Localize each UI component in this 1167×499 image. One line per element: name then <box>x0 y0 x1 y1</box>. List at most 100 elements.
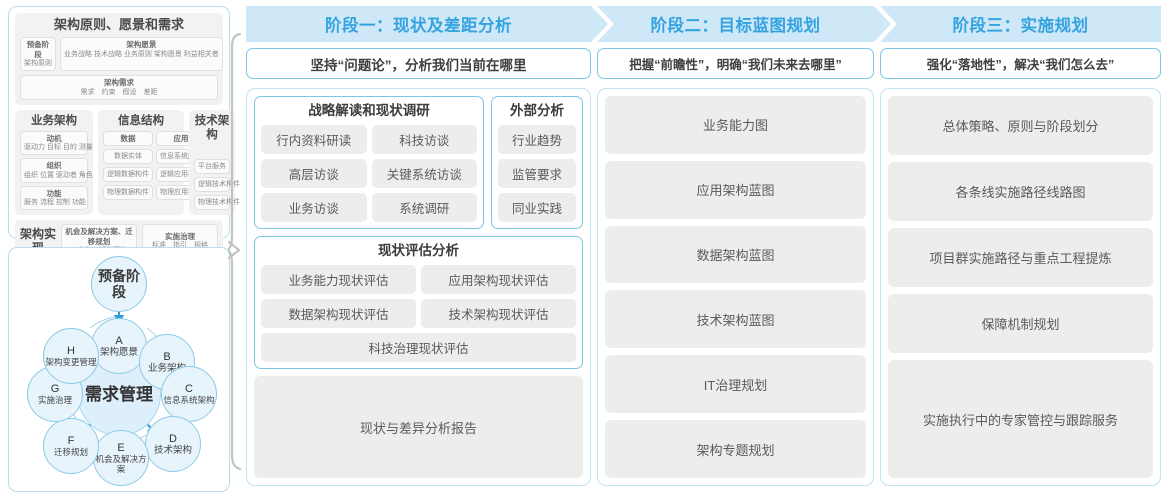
phase-2-header: 阶段二：目标蓝图规划 <box>597 6 891 42</box>
adm-node-a-label: 架构愿景 <box>99 346 138 358</box>
deliverable-item[interactable]: 保障机制规划 <box>888 294 1153 353</box>
motivation-box: 动机 驱动力 目标 目的 测量 <box>20 130 93 155</box>
adm-node-prep[interactable]: 预备阶段 <box>91 256 147 312</box>
pill-item[interactable]: 应用架构现状评估 <box>421 265 576 294</box>
pill-item[interactable]: 科技访谈 <box>371 125 477 154</box>
pill-item[interactable]: 关键系统访谈 <box>371 159 477 188</box>
adm-cycle-panel: 预备阶段 需求管理 A 架构愿景 B 业务架构 C 信息系统架构 <box>8 247 230 492</box>
adm-node-e-letter: E <box>117 442 125 454</box>
phase-1-body: 战略解读和现状调研 行内资料研读 科技访谈 高层访谈 关键系统访谈 业务访谈 系… <box>246 88 591 486</box>
technology-architecture-head: 技术架构 <box>194 114 230 141</box>
deliverable-item[interactable]: 数据架构蓝图 <box>605 225 866 284</box>
architecture-vision-box: 架构愿景 业务战略 技术战略 业务原则 架构愿景 利益相关者 <box>60 37 223 71</box>
phase-1: 阶段一：现状及差距分析 坚持“问题论”，分析我们当前在哪里 战略解读和现状调研 … <box>246 6 608 493</box>
motivation-title: 动机 <box>46 133 62 143</box>
adm-node-f[interactable]: F 迁移规划 <box>43 418 99 474</box>
physical-technology-component-label: 物理技术构件 <box>198 198 240 206</box>
phase-1-report[interactable]: 现状与差异分析报告 <box>254 376 583 478</box>
physical-data-component-label: 物理数据构件 <box>107 189 149 196</box>
pill-item[interactable]: 技术架构现状评估 <box>421 299 576 328</box>
card-external-analysis-items: 行业趋势 监管要求 同业实践 <box>498 125 576 222</box>
phase-1-subtitle: 坚持“问题论”，分析我们当前在哪里 <box>246 48 591 79</box>
deliverable-item[interactable]: 项目群实施路径与重点工程提炼 <box>888 228 1153 287</box>
phase-3: 阶段三：实施规划 强化“落地性”，解决“我们怎么去” 总体策略、原则与阶段划分 … <box>880 6 1161 493</box>
deliverable-item[interactable]: 应用架构蓝图 <box>605 160 866 219</box>
left-column: 架构原则、愿景和需求 预备阶段 架构原则 架构愿景 业务战略 技术战略 业务原则… <box>8 6 240 493</box>
architecture-requirements-sub: 需求 约束 假设 差距 <box>80 88 158 96</box>
adm-node-h-letter: H <box>67 345 75 357</box>
adm-node-g-letter: G <box>50 383 60 395</box>
adm-node-e-label: 机会及解决方案 <box>95 454 147 474</box>
phase-2-arrow-icon <box>874 6 891 42</box>
pill-item-full[interactable]: 科技治理现状评估 <box>261 333 576 362</box>
prep-phase-box: 预备阶段 架构原则 <box>20 37 56 71</box>
prep-phase-sub: 架构原则 <box>24 60 52 67</box>
deliverable-item[interactable]: 各条线实施路径线路图 <box>888 162 1153 221</box>
pill-item[interactable]: 业务访谈 <box>261 193 367 222</box>
card-strategy-research-items: 行内资料研读 科技访谈 高层访谈 关键系统访谈 业务访谈 系统调研 <box>261 125 477 222</box>
application-header-title: 应用 <box>173 133 189 143</box>
platform-service-box: 平台服务 <box>194 158 230 174</box>
phase-2-body: 业务能力图 应用架构蓝图 数据架构蓝图 技术架构蓝图 IT治理规划 架构专题规划 <box>597 88 874 486</box>
phase-2-items: 业务能力图 应用架构蓝图 数据架构蓝图 技术架构蓝图 IT治理规划 架构专题规划 <box>605 96 866 478</box>
deliverable-item[interactable]: 总体策略、原则与阶段划分 <box>888 96 1153 155</box>
phase-2-subtitle: 把握“前瞻性”，明确“我们未来去哪里” <box>597 48 874 79</box>
pill-item[interactable]: 系统调研 <box>371 193 477 222</box>
deliverable-item[interactable]: 实施执行中的专家管控与跟踪服务 <box>888 360 1153 478</box>
physical-application-component-label: 物理应用构件 <box>160 189 202 196</box>
pill-item[interactable]: 行内资料研读 <box>261 125 367 154</box>
framework-title: 架构原则、愿景和需求 <box>53 17 184 32</box>
pill-item[interactable]: 数据架构现状评估 <box>261 299 416 328</box>
organization-box: 组织 组织 位置 驱动者 角色 <box>20 158 93 183</box>
framework-row-1: 预备阶段 架构原则 架构愿景 业务战略 技术战略 业务原则 架构愿景 利益相关者 <box>20 37 223 71</box>
pill-item[interactable]: 行业趋势 <box>498 125 576 154</box>
motivation-sub: 驱动力 目标 目的 测量 <box>24 144 93 151</box>
phase-3-items: 总体策略、原则与阶段划分 各条线实施路径线路图 项目群实施路径与重点工程提炼 保… <box>888 96 1153 478</box>
adm-node-d[interactable]: D 技术架构 <box>145 416 201 472</box>
prep-phase-title: 预备阶段 <box>26 40 50 59</box>
platform-service-label: 平台服务 <box>198 162 226 170</box>
adm-node-g-label: 实施治理 <box>37 395 72 405</box>
architecture-vision-title: 架构愿景 <box>126 40 157 49</box>
implementation-governance-title: 实施治理 <box>165 231 195 241</box>
adm-node-b-label: 业务架构 <box>147 362 186 374</box>
togaf-content-framework-panel: 架构原则、愿景和需求 预备阶段 架构原则 架构愿景 业务战略 技术战略 业务原则… <box>8 6 240 263</box>
adm-node-center-label: 需求管理 <box>85 384 153 404</box>
deliverable-item[interactable]: 技术架构蓝图 <box>605 290 866 349</box>
adm-node-a-letter: A <box>115 334 123 347</box>
adm-node-e[interactable]: E 机会及解决方案 <box>93 430 149 486</box>
architecture-principles-group: 架构原则、愿景和需求 预备阶段 架构原则 架构愿景 业务战略 技术战略 业务原则… <box>15 13 223 105</box>
card-strategy-research-title: 战略解读和现状调研 <box>308 103 430 118</box>
phase-1-header: 阶段一：现状及差距分析 <box>246 6 608 42</box>
deliverable-item[interactable]: 业务能力图 <box>605 96 866 154</box>
deliverable-item[interactable]: IT治理规划 <box>605 355 866 414</box>
brace-icon <box>226 32 242 471</box>
adm-node-c[interactable]: C 信息系统架构 <box>161 366 217 422</box>
brace-connector <box>226 32 254 471</box>
adm-node-c-label: 信息系统架构 <box>163 395 215 405</box>
phase-2-title: 阶段二：目标蓝图规划 <box>650 17 821 35</box>
data-header-title: 数据 <box>120 133 136 143</box>
phases-container: 阶段一：现状及差距分析 坚持“问题论”，分析我们当前在哪里 战略解读和现状调研 … <box>246 6 1161 493</box>
pill-item[interactable]: 监管要求 <box>498 159 576 188</box>
phase-3-title: 阶段三：实施规划 <box>952 17 1089 35</box>
organization-title: 组织 <box>46 161 62 170</box>
phase-1-title: 阶段一：现状及差距分析 <box>325 17 512 35</box>
adm-node-prep-label: 预备阶段 <box>98 268 140 300</box>
adm-cycle-diagram: 预备阶段 需求管理 A 架构愿景 B 业务架构 C 信息系统架构 <box>15 254 223 486</box>
pill-item[interactable]: 高层访谈 <box>261 159 367 188</box>
data-header-box: 数据 <box>103 130 153 146</box>
adm-node-c-letter: C <box>185 383 193 395</box>
deliverable-item[interactable]: 架构专题规划 <box>605 420 866 478</box>
logical-application-component-label: 逻辑应用构件 <box>160 171 202 178</box>
function-title: 功能 <box>46 188 62 198</box>
business-architecture-head: 业务架构 <box>31 114 77 127</box>
adm-node-f-label: 迁移规划 <box>53 447 88 457</box>
technology-architecture-group: 技术架构 平台服务 逻辑技术构件 物理技术构件 <box>189 109 240 215</box>
architecture-requirements-box: 架构需求 需求 约束 假设 差距 <box>20 75 218 100</box>
pill-item[interactable]: 同业实践 <box>498 193 576 222</box>
adm-node-h[interactable]: H 架构变更管理 <box>43 328 99 384</box>
pill-item[interactable]: 业务能力现状评估 <box>261 265 416 294</box>
adm-node-a[interactable]: A 架构愿景 <box>91 318 147 374</box>
